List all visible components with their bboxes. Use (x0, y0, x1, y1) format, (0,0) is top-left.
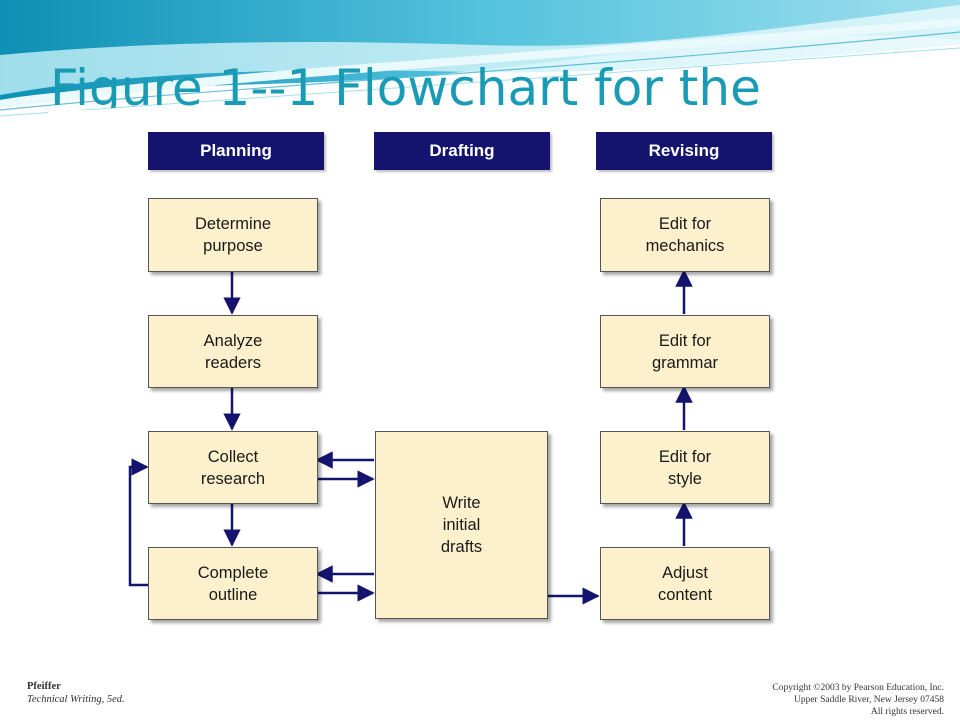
node-label: Complete outline (197, 563, 269, 604)
node-adjust-content: Adjust content (600, 547, 770, 620)
flowchart-figure: Planning Drafting Revising Determine pur… (48, 110, 856, 648)
arrow-outline-loop-to-research (128, 458, 149, 587)
node-analyze-readers: Analyze readers (148, 315, 318, 388)
node-label: Write initial drafts (440, 494, 483, 556)
background-waves (0, 0, 960, 117)
node-label: Edit for style (658, 447, 712, 488)
node-complete-outline: Complete outline (148, 547, 318, 620)
footer-author: Pfeiffer (27, 681, 61, 692)
node-edit-mechanics: Edit for mechanics (600, 198, 770, 272)
node-label: Determine purpose (194, 215, 272, 255)
copyright-line: All rights reserved. (870, 707, 944, 717)
copyright-line: Upper Saddle River, New Jersey 07458 (793, 695, 944, 705)
footer-book-title: Technical Writing, 5ed. (27, 694, 125, 705)
node-label: Adjust content (657, 563, 713, 604)
node-write-initial-drafts: Write initial drafts (375, 431, 548, 619)
node-label: Analyze readers (203, 331, 263, 372)
node-label: Edit for mechanics (645, 215, 725, 255)
column-header-planning: Planning (148, 132, 324, 170)
footer-copyright: Copyright ©2003 by Pearson Education, In… (772, 682, 944, 718)
node-determine-purpose: Determine purpose (148, 198, 318, 272)
node-edit-grammar: Edit for grammar (600, 315, 770, 388)
slide-title: Figure 1--1 Flowchart for the (50, 59, 761, 108)
node-label: Edit for grammar (651, 331, 718, 372)
column-header-revising: Revising (596, 132, 772, 170)
node-label: Collect research (200, 447, 266, 488)
column-header-drafting: Drafting (374, 132, 550, 170)
node-edit-style: Edit for style (600, 431, 770, 504)
footer-book-info: Pfeiffer Technical Writing, 5ed. (27, 680, 125, 706)
copyright-line: Copyright ©2003 by Pearson Education, In… (772, 683, 944, 693)
node-collect-research: Collect research (148, 431, 318, 504)
